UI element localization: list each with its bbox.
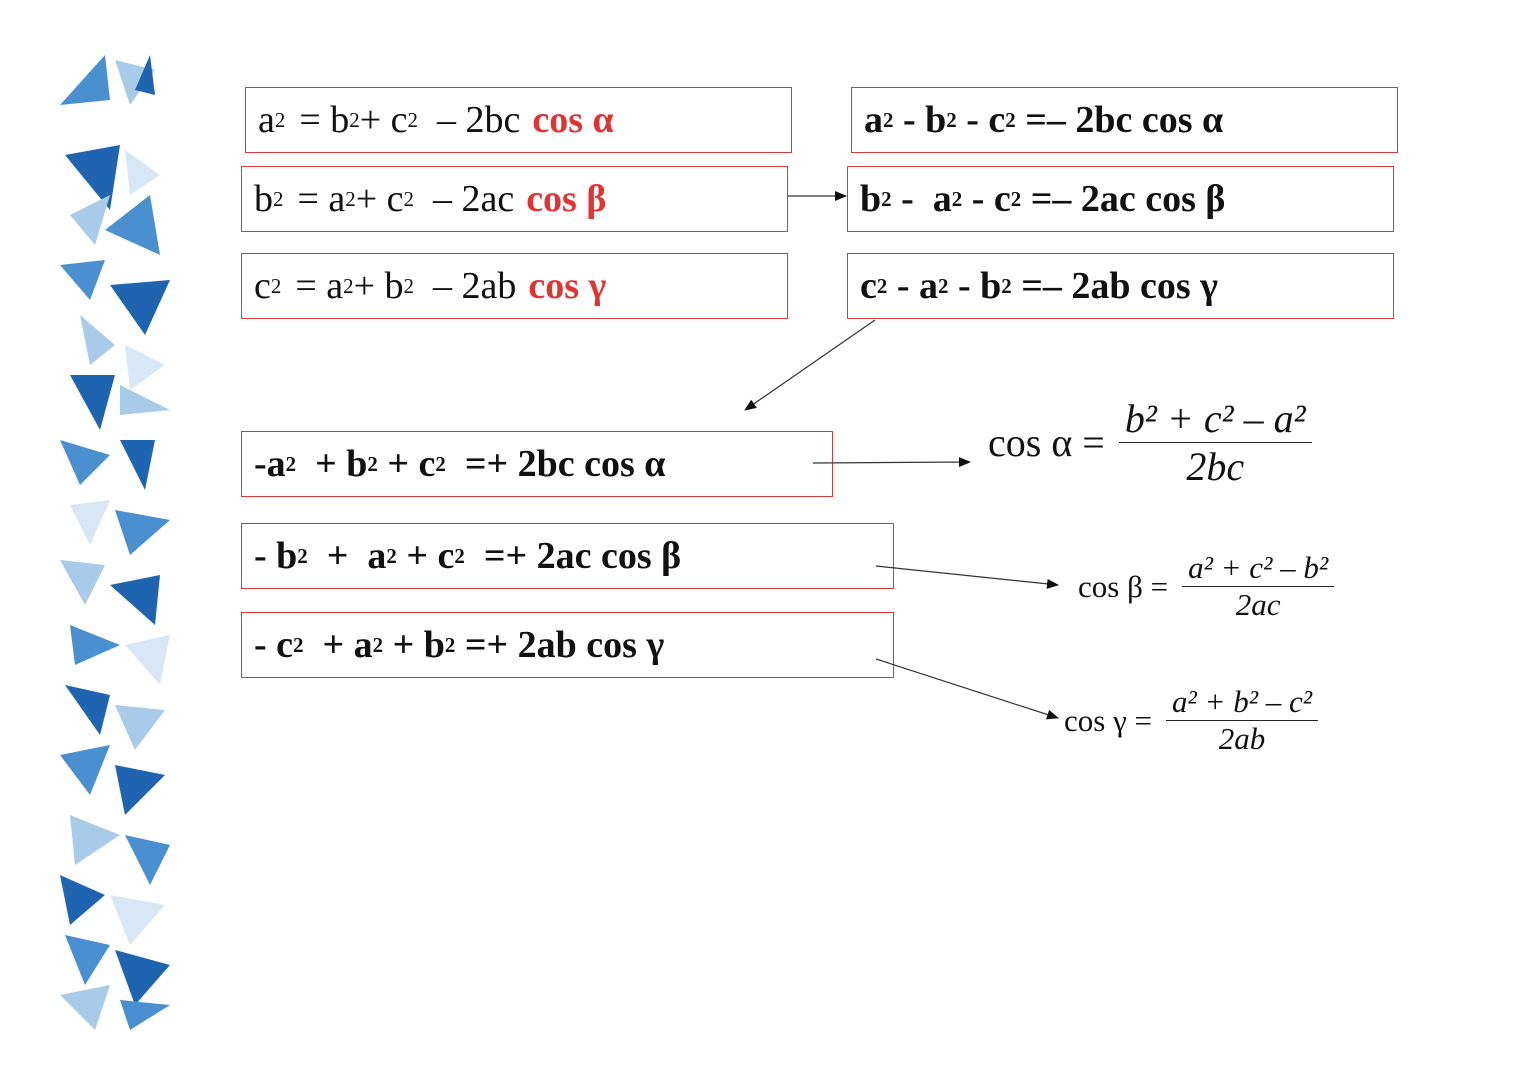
- law-c-cos: cos γ: [528, 265, 607, 307]
- law-a-cos: cos α: [532, 99, 614, 141]
- law-c-rhs2: + b: [353, 265, 404, 307]
- cos-gamma-numerator: a² + b² – c²: [1172, 684, 1313, 719]
- result-cos-beta: cos β = a² + c² – b² 2ac: [1078, 550, 1335, 623]
- law-b-rhs2: + c: [355, 178, 404, 220]
- fraction-bar: [1166, 720, 1319, 721]
- fraction-bar: [1182, 586, 1335, 587]
- cos-alpha-numerator: b² + c² – a²: [1124, 396, 1306, 441]
- cos-alpha-denominator: 2bc: [1186, 444, 1245, 489]
- law-c-rhs1: = a: [295, 265, 344, 307]
- arrow-to-cos-gamma: [875, 658, 1059, 720]
- law-c-rhs3: – 2ab: [413, 265, 517, 307]
- arrow-to-cos-alpha: [812, 457, 971, 468]
- cos-gamma-lhs: cos γ =: [1064, 702, 1153, 738]
- law-b-cos: cos β: [526, 178, 607, 220]
- cos-alpha-lhs: cos α =: [988, 420, 1105, 465]
- arrow-to-cos-beta: [875, 565, 1059, 589]
- law-a-rhs2: + c: [359, 99, 408, 141]
- result-cos-gamma: cos γ = a² + b² – c² 2ab: [1064, 684, 1319, 757]
- cos-gamma-denominator: 2ab: [1218, 721, 1266, 756]
- cos-alpha-fraction: b² + c² – a² 2bc: [1118, 395, 1312, 490]
- cos-beta-lhs: cos β =: [1078, 568, 1169, 604]
- cos-beta-fraction: a² + c² – b² 2ac: [1182, 550, 1335, 623]
- law-a-rhs1: = b: [299, 99, 350, 141]
- law-b-rhs3: – 2ac: [413, 178, 515, 220]
- triangle-pattern-decoration: [60, 55, 170, 1030]
- law-c-lhs: c: [254, 265, 271, 307]
- triangle-shapes: [60, 55, 170, 1030]
- cos-beta-numerator: a² + c² – b²: [1188, 550, 1329, 585]
- fraction-bar: [1118, 442, 1312, 443]
- arrow-moved-to-negated: [744, 319, 876, 411]
- cos-beta-denominator: 2ac: [1235, 587, 1281, 622]
- law-a-lhs: a: [258, 99, 275, 141]
- law-b-lhs: b: [254, 178, 273, 220]
- result-cos-alpha: cos α = b² + c² – a² 2bc: [988, 395, 1312, 490]
- law-b-rhs1: = a: [297, 178, 346, 220]
- cos-gamma-fraction: a² + b² – c² 2ab: [1166, 684, 1319, 757]
- law-a-rhs3: – 2bc: [417, 99, 521, 141]
